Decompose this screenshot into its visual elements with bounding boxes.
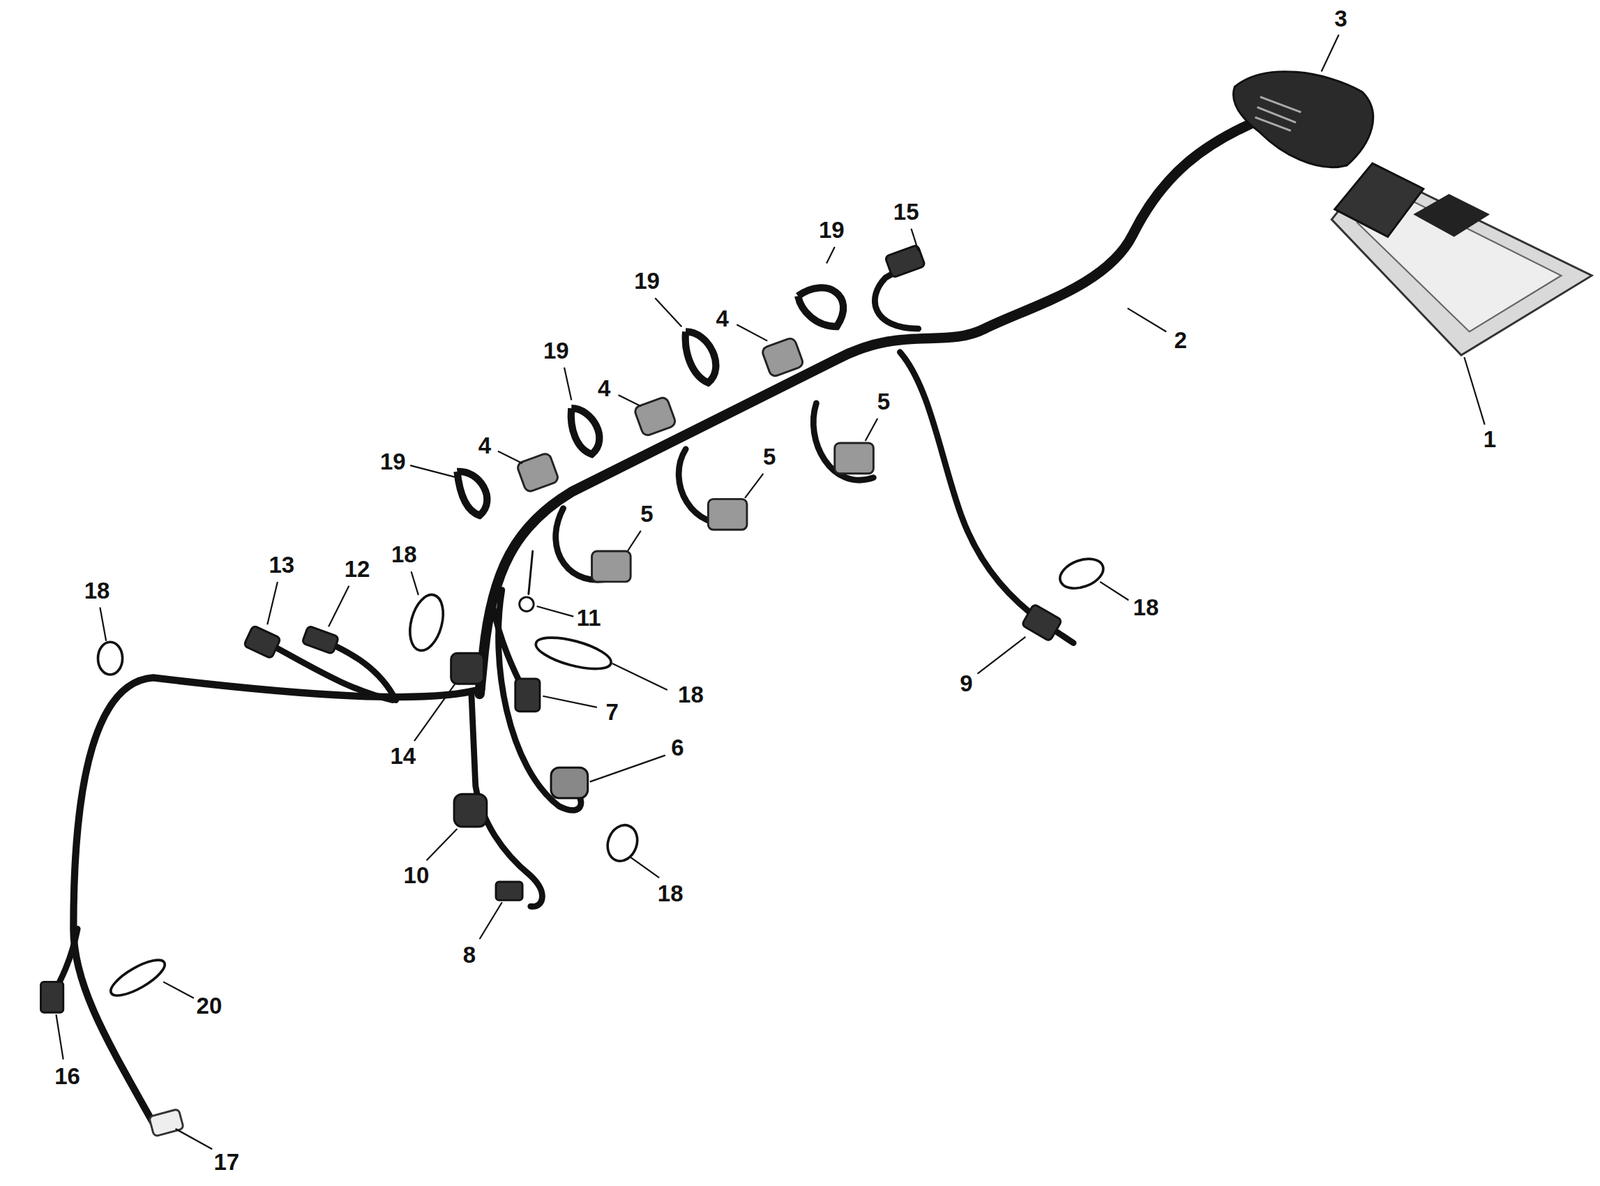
callout-number: 5: [760, 443, 778, 469]
callout-number: 5: [638, 500, 655, 526]
callout-number: 4: [595, 375, 613, 400]
callout-number: 11: [574, 605, 604, 630]
callout-number: 15: [891, 198, 922, 224]
callout-number: 5: [875, 388, 893, 413]
callout-number: 18: [655, 880, 686, 906]
callout-number: 7: [604, 698, 621, 724]
callout-number: 3: [1332, 6, 1349, 31]
callout-number: 19: [816, 217, 847, 243]
callout-number: 2: [1172, 327, 1190, 353]
callout-number: 16: [52, 1063, 83, 1089]
callout-number: 18: [82, 577, 113, 602]
callout-number: 9: [957, 670, 975, 695]
callout-number: 20: [194, 993, 225, 1018]
callout-number: 19: [378, 449, 409, 474]
callout-number: 19: [541, 337, 572, 362]
callout-number: 18: [389, 541, 420, 567]
callout-number: 8: [461, 941, 478, 966]
callout-number: 17: [211, 1148, 242, 1174]
callout-number: 18: [1131, 594, 1162, 620]
callout-number: 12: [342, 555, 373, 581]
callout-number: 6: [668, 734, 686, 759]
callout-number: 18: [675, 681, 706, 706]
callout-number: 4: [476, 432, 494, 457]
callout-number: 10: [401, 862, 432, 887]
callout-number: 13: [266, 552, 297, 577]
callout-number: 1: [1481, 426, 1499, 452]
callout-number: 14: [388, 742, 419, 768]
callout-number: 4: [714, 306, 731, 331]
callout-number: 19: [631, 268, 662, 293]
